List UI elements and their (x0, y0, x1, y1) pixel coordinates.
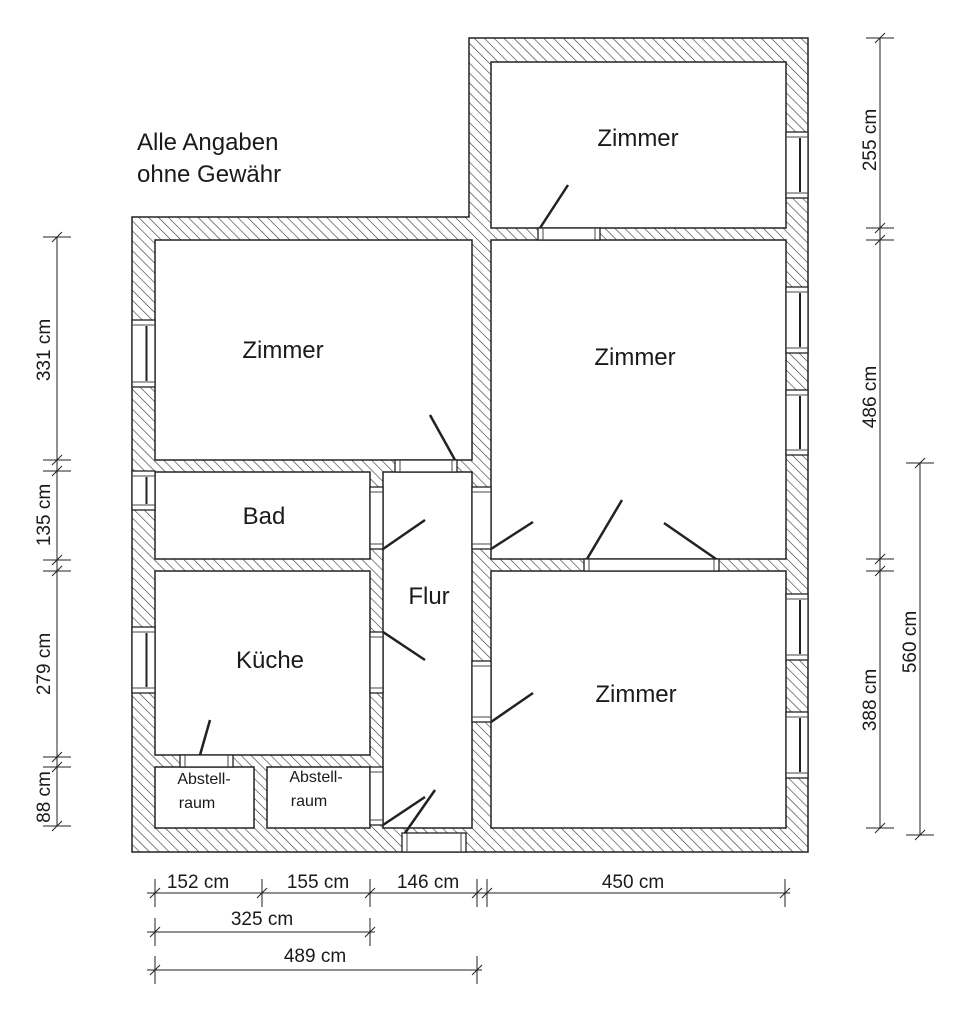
door-opening (537, 227, 601, 241)
dim-right-388: 388 cm (860, 669, 881, 731)
double-door-opening (583, 558, 720, 572)
door-opening (471, 660, 492, 723)
window (131, 319, 156, 388)
disclaimer-line-2: ohne Gewähr (137, 161, 281, 188)
door-opening (471, 486, 492, 550)
label-abstellraum-2-b: raum (291, 793, 327, 810)
room-bad (154, 471, 371, 560)
label-abstellraum-2-a: Abstell- (289, 769, 342, 786)
label-bad: Bad (243, 503, 286, 530)
door-leaf (382, 795, 426, 827)
label-zimmer-bottom-right: Zimmer (595, 681, 676, 708)
dim-bottom-489: 489 cm (284, 946, 346, 967)
door-opening (394, 459, 458, 473)
label-zimmer-right: Zimmer (594, 344, 675, 371)
label-abstellraum-1-a: Abstell- (177, 771, 230, 788)
label-kueche: Küche (236, 647, 304, 674)
dim-left-135: 135 cm (34, 484, 55, 546)
door-opening (179, 754, 234, 768)
dim-bottom-146: 146 cm (397, 872, 459, 893)
window (785, 131, 809, 199)
dim-left-331: 331 cm (34, 319, 55, 381)
window (785, 286, 809, 354)
door-leaf (428, 414, 457, 461)
entrance-door-opening (401, 832, 467, 853)
room-zimmer-right (490, 239, 787, 560)
room-abstellraum-2 (266, 766, 371, 829)
dim-left-279: 279 cm (34, 633, 55, 695)
dim-bottom-155: 155 cm (287, 872, 349, 893)
window (131, 470, 156, 511)
door-leaf (538, 184, 570, 229)
label-zimmer-top-right: Zimmer (597, 125, 678, 152)
room-abstellraum-1 (154, 766, 255, 829)
label-abstellraum-1-b: raum (179, 795, 215, 812)
door-leaf (663, 521, 717, 561)
room-zimmer-top-right (490, 61, 787, 229)
dim-right-486: 486 cm (860, 366, 881, 428)
window (785, 711, 809, 779)
window (785, 593, 809, 661)
door-leaf (403, 789, 437, 834)
door-leaf (382, 518, 426, 551)
dim-left-88: 88 cm (34, 771, 55, 823)
dim-bottom-152: 152 cm (167, 872, 229, 893)
dim-right-255: 255 cm (860, 109, 881, 171)
room-zimmer-bottom-right (490, 570, 787, 829)
door-leaf (382, 630, 426, 662)
door-opening (369, 631, 384, 694)
door-opening (369, 486, 384, 550)
door-leaf (490, 691, 534, 724)
label-flur: Flur (408, 583, 449, 610)
disclaimer-line-1: Alle Angaben (137, 129, 278, 156)
window (131, 626, 156, 694)
room-kueche (154, 570, 371, 756)
dim-right-560: 560 cm (900, 611, 921, 673)
door-leaf (198, 719, 212, 756)
door-leaf (585, 499, 624, 560)
room-flur (382, 471, 473, 829)
door-opening (369, 766, 384, 826)
door-leaf (490, 520, 534, 551)
window (785, 389, 809, 456)
dim-bottom-450: 450 cm (602, 872, 664, 893)
label-zimmer-left: Zimmer (242, 337, 323, 364)
room-zimmer-left (154, 239, 473, 461)
dim-bottom-325: 325 cm (231, 909, 293, 930)
